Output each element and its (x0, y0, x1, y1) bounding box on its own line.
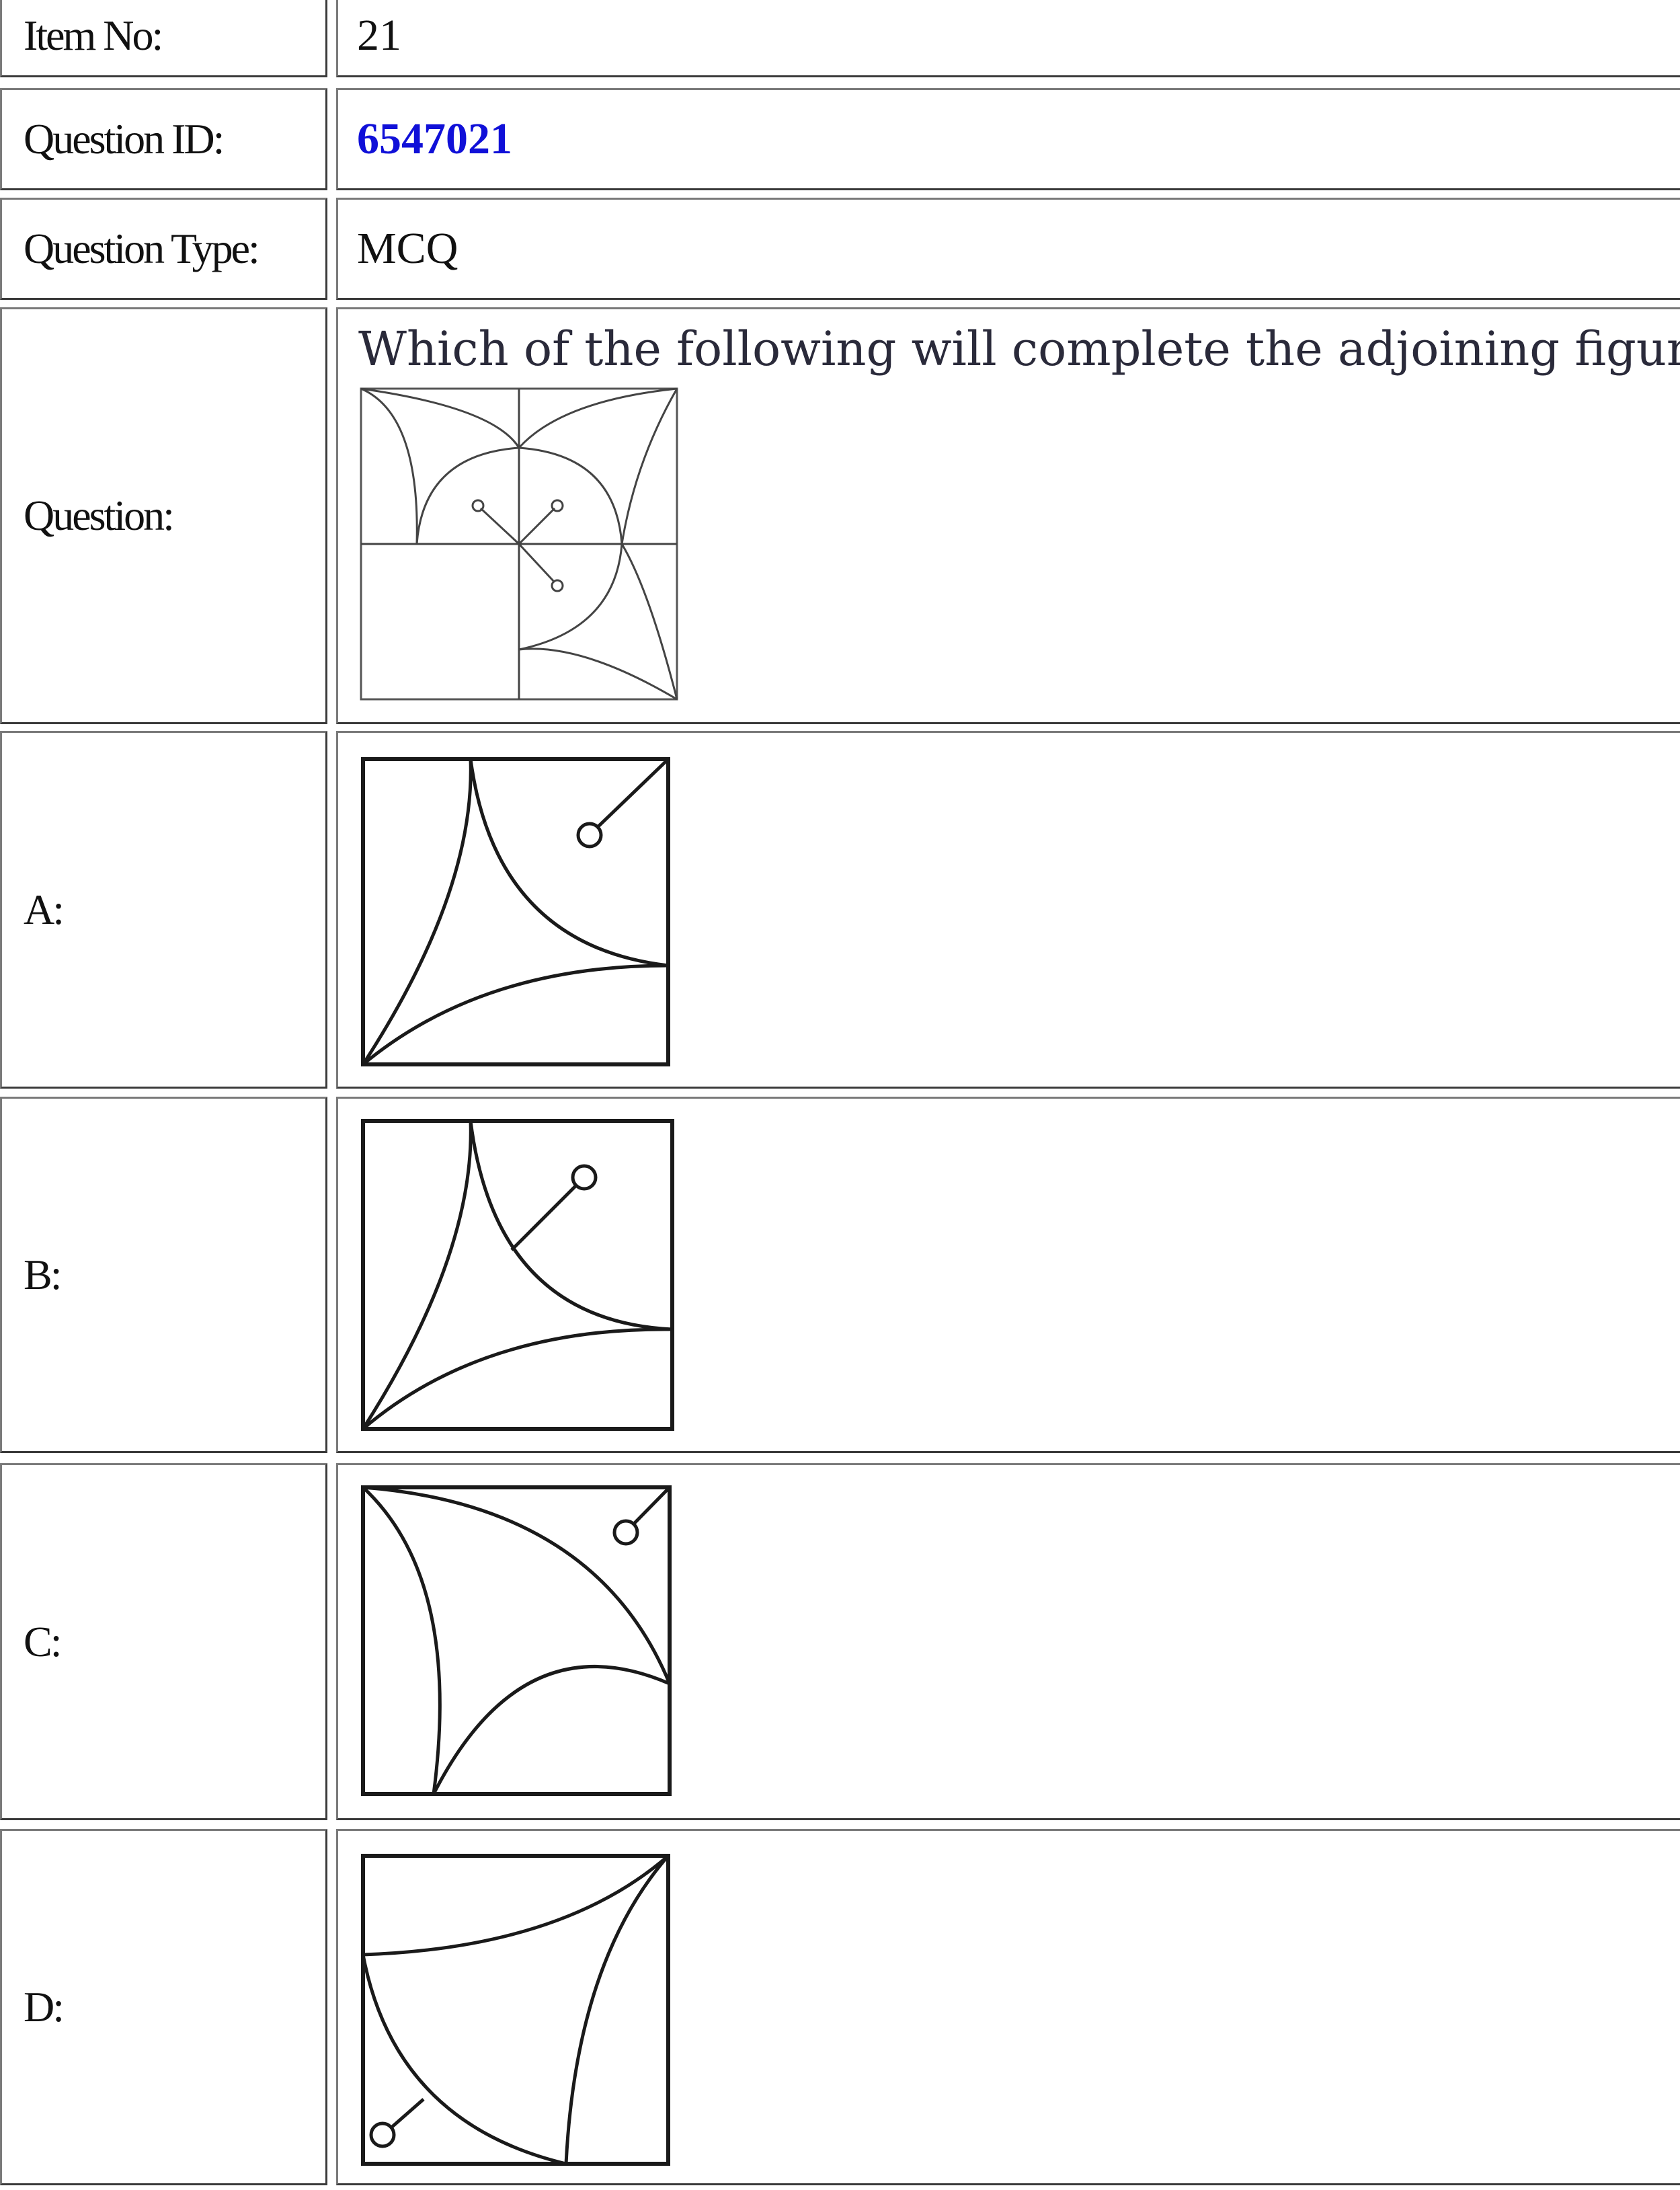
option-c-content-cell[interactable] (336, 1463, 1680, 1820)
question-type-value: MCQ (357, 223, 458, 274)
option-d-content-cell[interactable] (336, 1829, 1680, 2185)
option-d-label: D: (24, 1982, 63, 2032)
option-c-label: C: (24, 1617, 60, 1667)
option-d-figure[interactable] (361, 1854, 670, 2166)
question-figure (360, 387, 678, 701)
item-no-label: Item No: (24, 11, 161, 61)
question-id-value-cell: 6547021 (336, 88, 1680, 190)
option-a-label: A: (24, 885, 63, 935)
question-type-label-cell: Question Type: (0, 198, 327, 300)
option-a-content-cell[interactable] (336, 731, 1680, 1089)
question-id-value: 6547021 (357, 114, 512, 165)
question-content-cell: Which of the following will complete the… (336, 307, 1680, 724)
question-id-label: Question ID: (24, 114, 223, 164)
option-d-label-cell[interactable]: D: (0, 1829, 327, 2185)
option-c-figure[interactable] (361, 1485, 672, 1796)
item-no-value: 21 (357, 10, 401, 61)
option-a-figure[interactable] (361, 757, 670, 1066)
option-b-content-cell[interactable] (336, 1097, 1680, 1453)
question-label: Question: (24, 491, 173, 541)
option-b-label-cell[interactable]: B: (0, 1097, 327, 1453)
option-b-figure[interactable] (361, 1119, 674, 1431)
question-id-label-cell: Question ID: (0, 88, 327, 190)
question-label-cell: Question: (0, 307, 327, 724)
question-text: Which of the following will complete the… (358, 321, 1680, 377)
question-type-label: Question Type: (24, 224, 258, 274)
item-no-value-cell: 21 (336, 0, 1680, 77)
option-b-label: B: (24, 1250, 60, 1300)
option-a-label-cell[interactable]: A: (0, 731, 327, 1089)
item-no-label-cell: Item No: (0, 0, 327, 77)
option-c-label-cell[interactable]: C: (0, 1463, 327, 1820)
question-type-value-cell: MCQ (336, 198, 1680, 300)
